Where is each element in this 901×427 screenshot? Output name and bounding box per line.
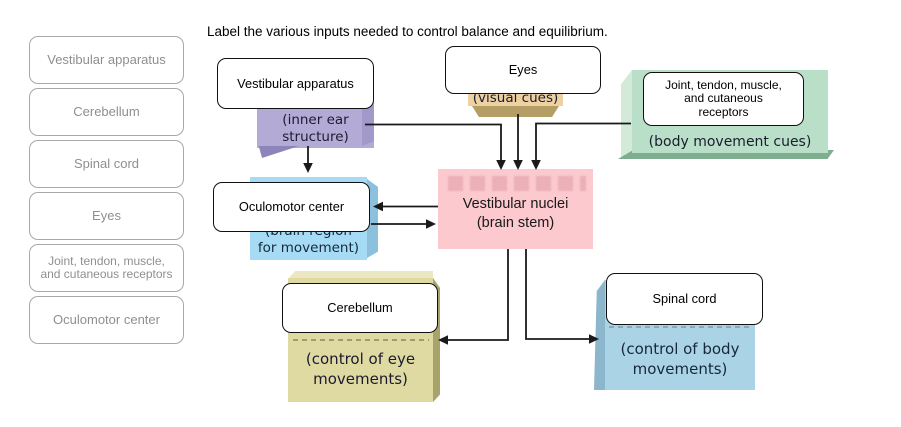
- arrow-inner-ear-to-nuclei: [365, 123, 502, 162]
- spinal-cord-box-bevel: [594, 280, 605, 390]
- chip-text: Cerebellum: [327, 300, 393, 315]
- word-bank-label: Oculomotor center: [53, 312, 160, 327]
- hidden-label-ghost: [448, 176, 586, 191]
- vestibular-nuclei-label: Vestibular nuclei(brain stem): [462, 196, 569, 231]
- word-bank-label: Eyes: [92, 208, 121, 223]
- word-bank: Vestibular apparatus Cerebellum Spinal c…: [29, 36, 184, 344]
- chip-text: Eyes: [508, 62, 538, 77]
- word-bank-item-joint-receptors[interactable]: Joint, tendon, muscle, and cutaneous rec…: [29, 244, 184, 292]
- label-chip-cerebellum[interactable]: Cerebellum: [282, 283, 438, 333]
- label-chip-oculomotor-center[interactable]: Oculomotor center: [213, 182, 370, 232]
- oculomotor-box-bevel: [367, 179, 378, 258]
- word-bank-item-eyes[interactable]: Eyes: [29, 192, 184, 240]
- cerebellum-box-bevel: [288, 271, 433, 279]
- word-bank-label: Joint, tendon, muscle, and cutaneous rec…: [40, 253, 173, 281]
- arrowhead: [426, 219, 436, 229]
- cerebellum-box-edge: [433, 278, 440, 402]
- word-bank-item-cerebellum[interactable]: Cerebellum: [29, 88, 184, 136]
- chip-text: Joint, tendon, muscle, and cutaneous rec…: [665, 77, 782, 119]
- word-bank-item-oculomotor-center[interactable]: Oculomotor center: [29, 296, 184, 344]
- chip-text: Vestibular apparatus: [237, 75, 354, 91]
- visual-cues-caption: (visual cues): [472, 90, 559, 106]
- label-chip-vestibular-apparatus[interactable]: Vestibular apparatus: [217, 58, 374, 109]
- label-chip-eyes[interactable]: Eyes: [445, 46, 601, 94]
- body-cues-box-bevel: [621, 70, 632, 158]
- vestibular-nuclei-box: Vestibular nuclei(brain stem): [438, 169, 593, 249]
- chip-text: Spinal cord: [652, 291, 717, 306]
- arrow-nuclei-to-spinal-cord: [525, 249, 590, 340]
- word-bank-label: Vestibular apparatus: [47, 52, 166, 67]
- word-bank-label: Cerebellum: [73, 104, 140, 119]
- label-chip-joint-receptors[interactable]: Joint, tendon, muscle, and cutaneous rec…: [643, 72, 804, 126]
- word-bank-item-spinal-cord[interactable]: Spinal cord: [29, 140, 184, 188]
- label-chip-spinal-cord[interactable]: Spinal cord: [606, 273, 763, 325]
- activity-title: Label the various inputs needed to contr…: [207, 24, 608, 39]
- inner-ear-box-fold: [258, 146, 299, 158]
- chip-text: Oculomotor center: [238, 199, 345, 214]
- arrow-receptors-to-nuclei: [535, 122, 631, 162]
- word-bank-label: Spinal cord: [73, 156, 140, 171]
- body-cues-box-shadow: [618, 150, 834, 159]
- arrowhead: [303, 163, 313, 173]
- body-cues-caption: (body movement cues): [648, 134, 812, 150]
- arrow-nuclei-to-cerebellum: [446, 249, 509, 341]
- visual-cues-box-bevel: [472, 106, 559, 117]
- word-bank-item-vestibular-apparatus[interactable]: Vestibular apparatus: [29, 36, 184, 84]
